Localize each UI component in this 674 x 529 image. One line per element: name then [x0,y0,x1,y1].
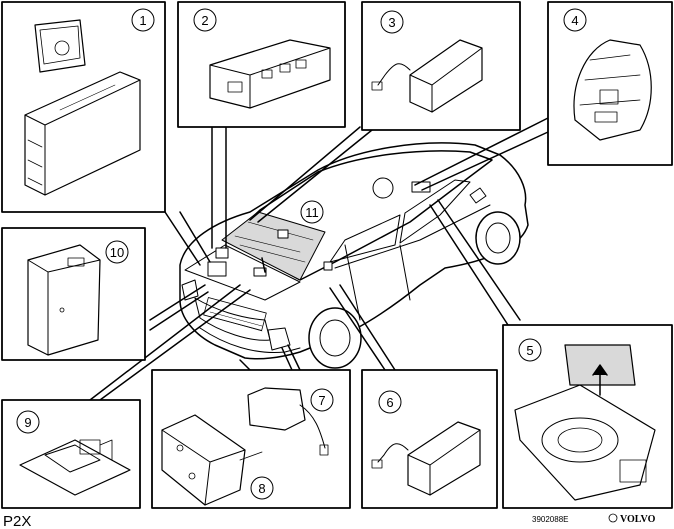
callout-6: 6 [386,395,393,410]
panel-4: 4 [547,1,673,166]
callout-11: 11 [305,205,319,220]
callout-8: 8 [258,481,265,496]
callout-3: 3 [388,15,395,30]
panel-1: 1 [1,1,166,213]
callout-5: 5 [526,343,533,358]
brand-wordmark: VOLVO [620,514,656,525]
callout-10: 10 [110,245,124,260]
callout-7: 7 [318,393,325,408]
callout-9: 9 [24,415,31,430]
figure-code: P2X [3,513,31,529]
panel-9: 9 [1,399,141,509]
panel-3: 3 [361,1,521,131]
car-illustration [179,142,529,369]
callout-2: 2 [201,13,208,28]
figure-reference: 3902088E [532,515,568,524]
callout-4: 4 [571,13,578,28]
panel-2: 2 [177,1,346,128]
callout-1: 1 [139,13,146,28]
panel-8: 7 8 [151,369,351,509]
panel-10: 10 [1,227,146,361]
volvo-logo: VOLVO [608,513,656,525]
panel-6: 6 [361,369,498,509]
panel-5: 5 [502,324,673,509]
callout-11-circle [300,200,324,224]
leader-lines [89,117,549,401]
